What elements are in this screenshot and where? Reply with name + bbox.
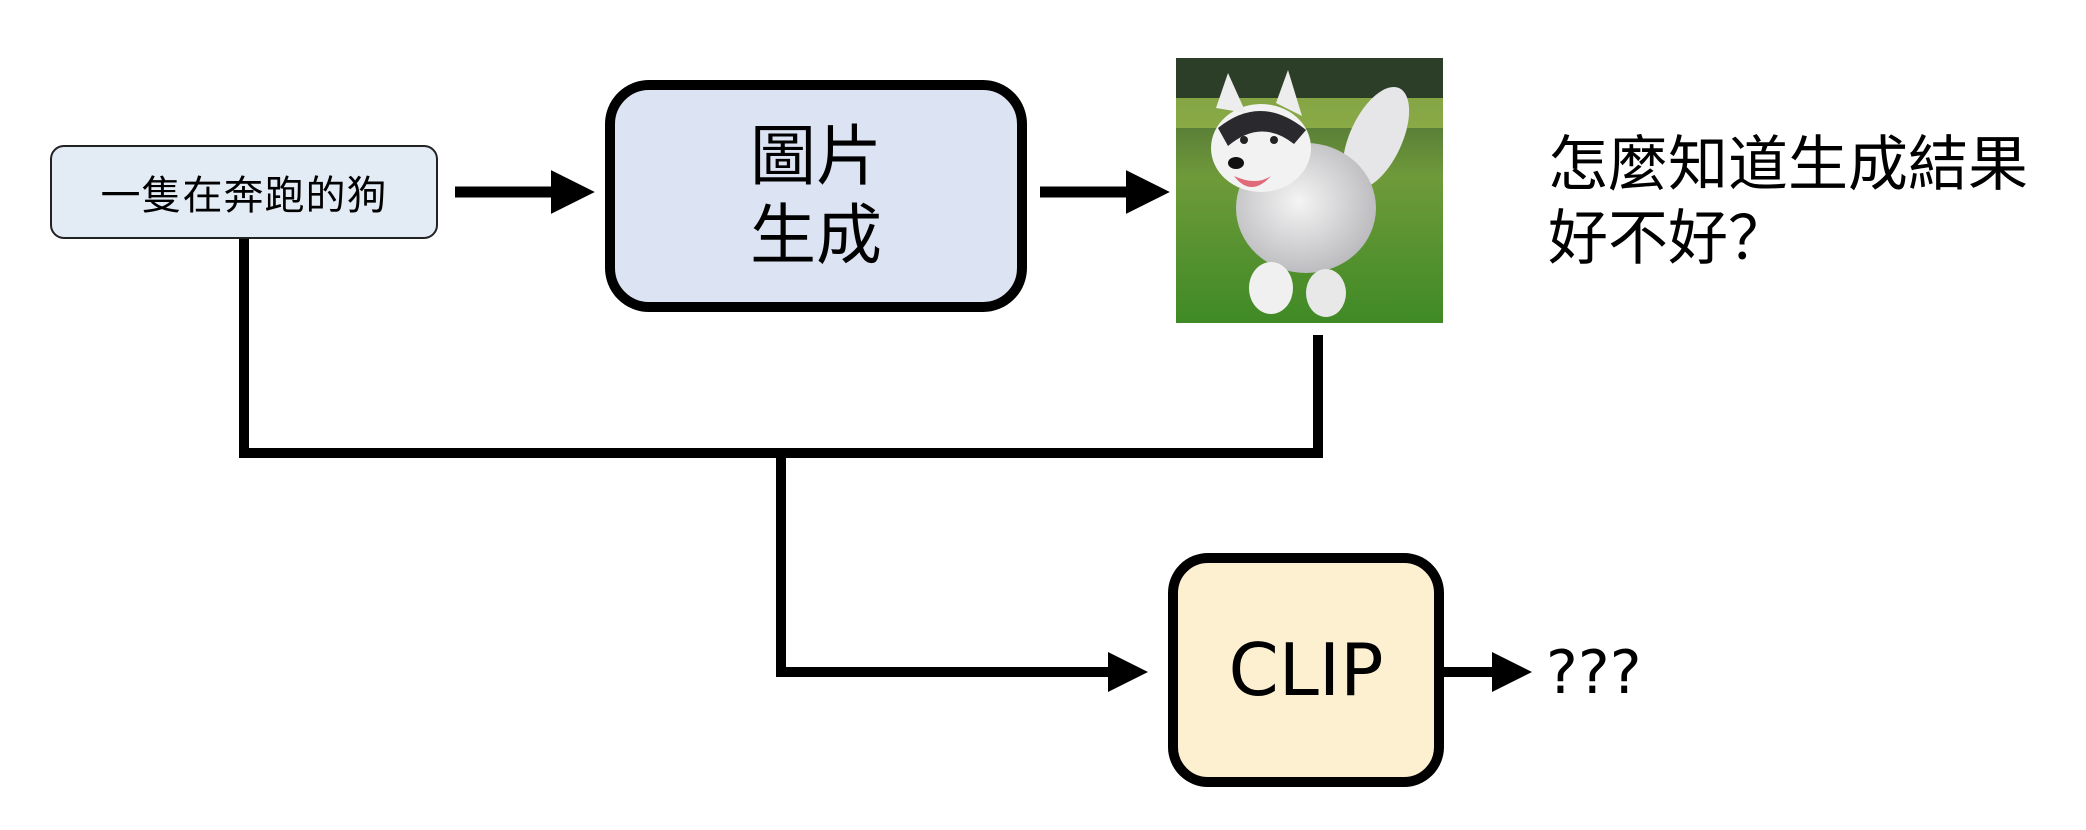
clip-label: CLIP [1228,628,1384,712]
prompt-box: 一隻在奔跑的狗 [50,145,438,239]
generated-dog-image [1176,58,1443,323]
prompt-label: 一隻在奔跑的狗 [100,173,388,219]
generation-label-line1: 圖片 [750,117,882,195]
connector-merge-to-clip [776,453,1148,692]
output-label: ??? [1546,638,1642,708]
clip-box: CLIP [1168,553,1444,787]
image-generation-box: 圖片 生成 [605,80,1027,312]
question-text: 怎麼知道生成結果 好不好？ [1548,130,2028,274]
dog-photo-icon [1176,58,1443,323]
generation-label-line2: 生成 [750,197,882,274]
